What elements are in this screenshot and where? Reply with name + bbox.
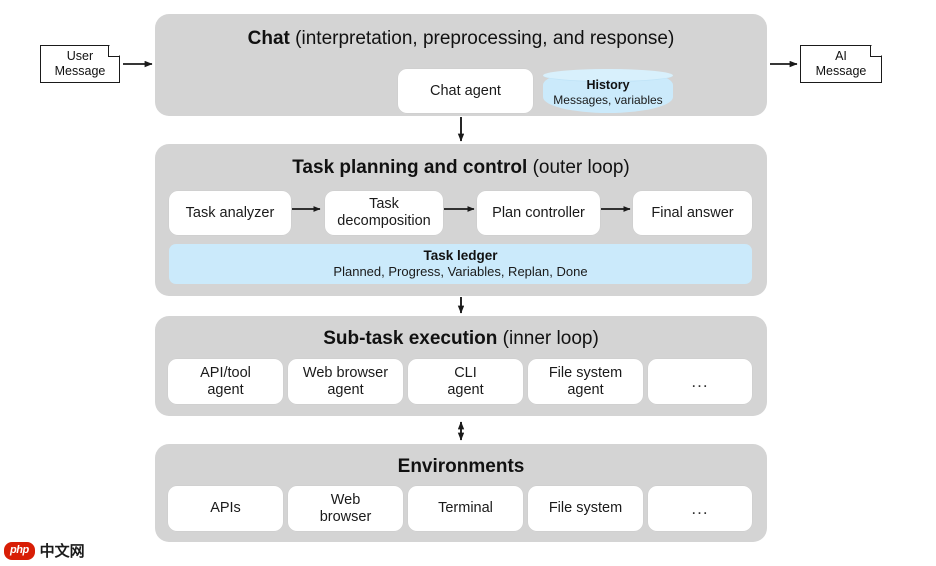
node-final-answer-label: Final answer bbox=[651, 204, 734, 221]
user-message-note: User Message bbox=[40, 45, 120, 83]
watermark-text: 中文网 bbox=[39, 543, 85, 560]
node-web-browser-agent[interactable]: Web browser agent bbox=[288, 359, 403, 404]
layer-chat-title: Chat (interpretation, preprocessing, and… bbox=[155, 28, 767, 50]
node-file-system-agent[interactable]: File system agent bbox=[528, 359, 643, 404]
node-task-decomposition[interactable]: Task decomposition bbox=[325, 191, 443, 235]
layer-chat-panel: Chat (interpretation, preprocessing, and… bbox=[155, 14, 767, 116]
store-history-title: History bbox=[586, 78, 630, 92]
node-apis-label: APIs bbox=[210, 500, 241, 516]
layer-sub-task-execution-panel: Sub-task execution (inner loop) API/tool… bbox=[155, 316, 767, 416]
node-final-answer[interactable]: Final answer bbox=[633, 191, 752, 235]
layer-task-planning-title: Task planning and control (outer loop) bbox=[155, 157, 767, 179]
node-chat-agent[interactable]: Chat agent bbox=[398, 69, 533, 113]
node-more-agents[interactable]: ... bbox=[648, 359, 752, 404]
node-chat-agent-label: Chat agent bbox=[430, 82, 501, 99]
node-web-browser-agent-label: Web browser agent bbox=[302, 364, 389, 398]
layer-environments-panel: Environments APIs Web browser Terminal F… bbox=[155, 444, 767, 542]
node-more-agents-label: ... bbox=[691, 372, 709, 391]
node-web-browser[interactable]: Web browser bbox=[288, 486, 403, 531]
node-cli-agent-label: CLI agent bbox=[447, 364, 484, 398]
node-api-tool-agent-label: API/tool agent bbox=[200, 364, 251, 398]
store-history-cylinder[interactable]: History Messages, variables bbox=[543, 69, 673, 113]
user-message-note-wrap: User Message bbox=[40, 45, 120, 83]
node-task-analyzer-label: Task analyzer bbox=[185, 204, 275, 221]
layer-task-planning-panel: Task planning and control (outer loop) T… bbox=[155, 144, 767, 296]
layer-chat-title-bold: Chat bbox=[247, 28, 290, 49]
node-cli-agent[interactable]: CLI agent bbox=[408, 359, 523, 404]
node-web-browser-label: Web browser bbox=[319, 491, 372, 525]
layer-task-planning-title-bold: Task planning and control bbox=[292, 157, 528, 178]
node-file-system[interactable]: File system bbox=[528, 486, 643, 531]
layer-sub-task-execution-title-rest: (inner loop) bbox=[497, 328, 599, 349]
watermark: php 中文网 bbox=[4, 540, 85, 561]
node-task-analyzer[interactable]: Task analyzer bbox=[169, 191, 291, 235]
layer-sub-task-execution-title: Sub-task execution (inner loop) bbox=[155, 328, 767, 350]
node-apis[interactable]: APIs bbox=[168, 486, 283, 531]
node-more-environments-label: ... bbox=[691, 499, 709, 518]
watermark-badge: php bbox=[4, 541, 35, 560]
node-plan-controller[interactable]: Plan controller bbox=[477, 191, 600, 235]
layer-chat-title-rest: (interpretation, preprocessing, and resp… bbox=[289, 28, 675, 49]
node-api-tool-agent[interactable]: API/tool agent bbox=[168, 359, 283, 404]
store-history-subtitle: Messages, variables bbox=[553, 93, 663, 107]
ai-message-note: AI Message bbox=[800, 45, 882, 83]
ai-message-label: AI Message bbox=[815, 49, 867, 78]
store-task-ledger-subtitle: Planned, Progress, Variables, Replan, Do… bbox=[333, 264, 588, 279]
node-plan-controller-label: Plan controller bbox=[492, 204, 585, 221]
layer-environments-title: Environments bbox=[155, 456, 767, 478]
store-task-ledger-title: Task ledger bbox=[423, 248, 498, 263]
user-message-label: User Message bbox=[54, 49, 106, 78]
node-file-system-label: File system bbox=[548, 500, 623, 516]
layer-environments-title-bold: Environments bbox=[397, 456, 525, 477]
store-task-ledger[interactable]: Task ledger Planned, Progress, Variables… bbox=[169, 244, 752, 284]
node-more-environments[interactable]: ... bbox=[648, 486, 752, 531]
node-task-decomposition-label: Task decomposition bbox=[337, 196, 431, 229]
node-terminal[interactable]: Terminal bbox=[408, 486, 523, 531]
layer-task-planning-title-rest: (outer loop) bbox=[527, 157, 630, 178]
node-file-system-agent-label: File system agent bbox=[548, 364, 623, 398]
layer-sub-task-execution-title-bold: Sub-task execution bbox=[323, 328, 498, 349]
node-terminal-label: Terminal bbox=[438, 500, 493, 516]
ai-message-note-wrap: AI Message bbox=[800, 45, 882, 83]
